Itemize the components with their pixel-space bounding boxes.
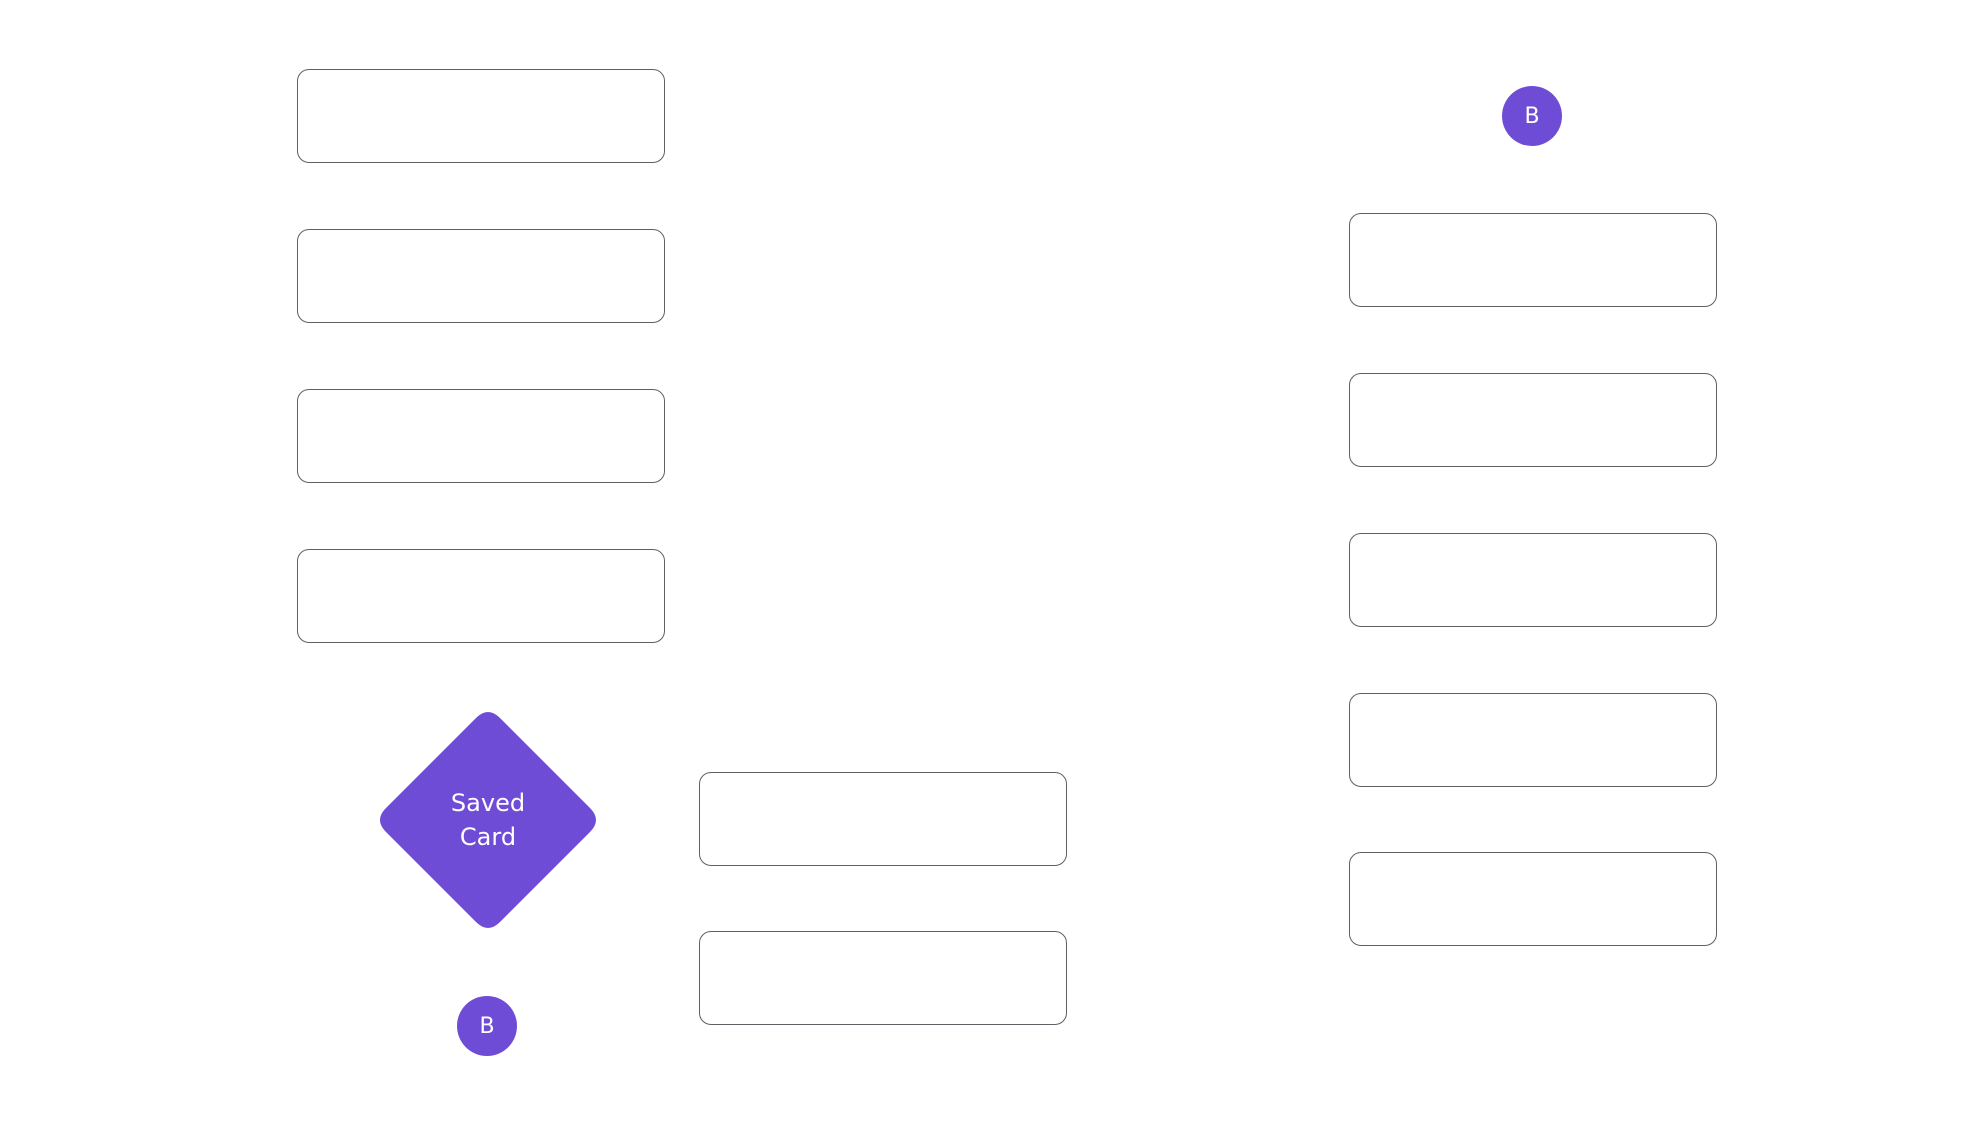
process-box-right-4[interactable]	[1349, 693, 1717, 787]
process-box-middle-2[interactable]	[699, 931, 1067, 1025]
process-box-right-3[interactable]	[1349, 533, 1717, 627]
decision-diamond-shape	[380, 712, 596, 928]
process-box-right-5[interactable]	[1349, 852, 1717, 946]
connector-b-bottom[interactable]: B	[457, 996, 517, 1056]
process-box-right-2[interactable]	[1349, 373, 1717, 467]
process-box-left-1[interactable]	[297, 69, 665, 163]
process-box-left-2[interactable]	[297, 229, 665, 323]
process-box-left-3[interactable]	[297, 389, 665, 483]
process-box-left-4[interactable]	[297, 549, 665, 643]
process-box-middle-1[interactable]	[699, 772, 1067, 866]
decision-saved-card[interactable]: Saved Card	[376, 708, 600, 932]
decision-label: Saved Card	[450, 789, 526, 851]
connector-b-top[interactable]: B	[1502, 86, 1562, 146]
process-box-right-1[interactable]	[1349, 213, 1717, 307]
